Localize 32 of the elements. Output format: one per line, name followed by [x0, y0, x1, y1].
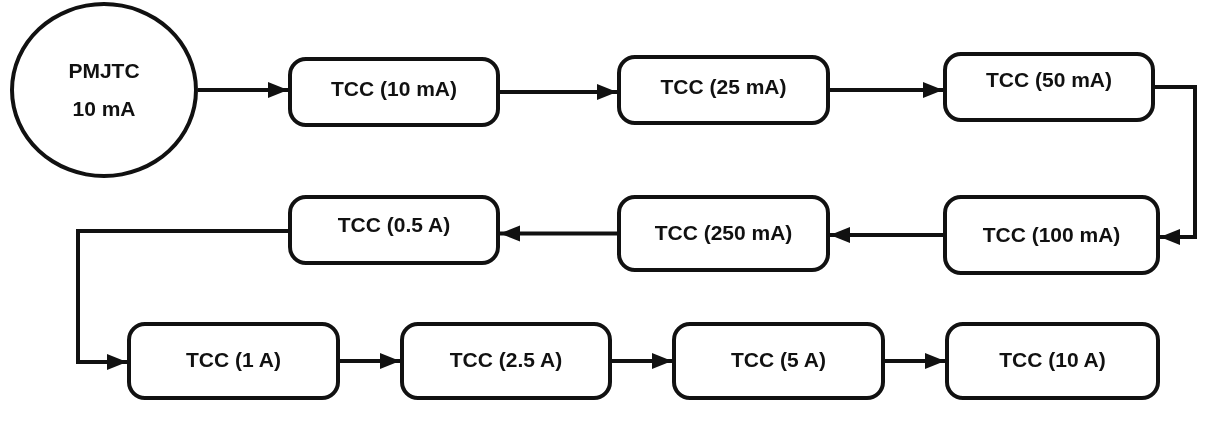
arrow [830, 227, 943, 243]
arrow [500, 225, 617, 242]
process-box [617, 195, 830, 272]
node-label: PMJTC [68, 58, 140, 83]
arrow [830, 82, 943, 98]
node-label: TCC (100 mA) [982, 223, 1121, 248]
node-label: TCC (10 A) [999, 348, 1106, 373]
process-box [400, 322, 612, 400]
node-label: TCC (0.5 A) [337, 213, 451, 238]
arrow [612, 353, 672, 369]
node-label: TCC (10 mA) [331, 77, 457, 102]
node-label: TCC (5 A) [731, 348, 826, 373]
node-label: TCC (50 mA) [986, 68, 1112, 93]
process-box [288, 195, 500, 265]
process-box [943, 195, 1160, 275]
process-box [617, 55, 830, 125]
process-box [127, 322, 340, 400]
process-box [943, 52, 1155, 122]
arrow [1155, 85, 1197, 245]
node-label: TCC (25 mA) [660, 75, 787, 100]
node-label: TCC (2.5 A) [449, 348, 563, 373]
arrow [76, 229, 288, 370]
arrow [198, 82, 288, 98]
arrow [885, 353, 945, 369]
process-box [672, 322, 885, 400]
arrow [500, 84, 617, 100]
node-label: 10 mA [72, 97, 136, 122]
node-label: TCC (1 A) [186, 348, 281, 373]
process-box [945, 322, 1160, 400]
arrow [340, 353, 400, 369]
process-box [288, 57, 500, 127]
node-label: TCC (250 mA) [654, 221, 793, 246]
